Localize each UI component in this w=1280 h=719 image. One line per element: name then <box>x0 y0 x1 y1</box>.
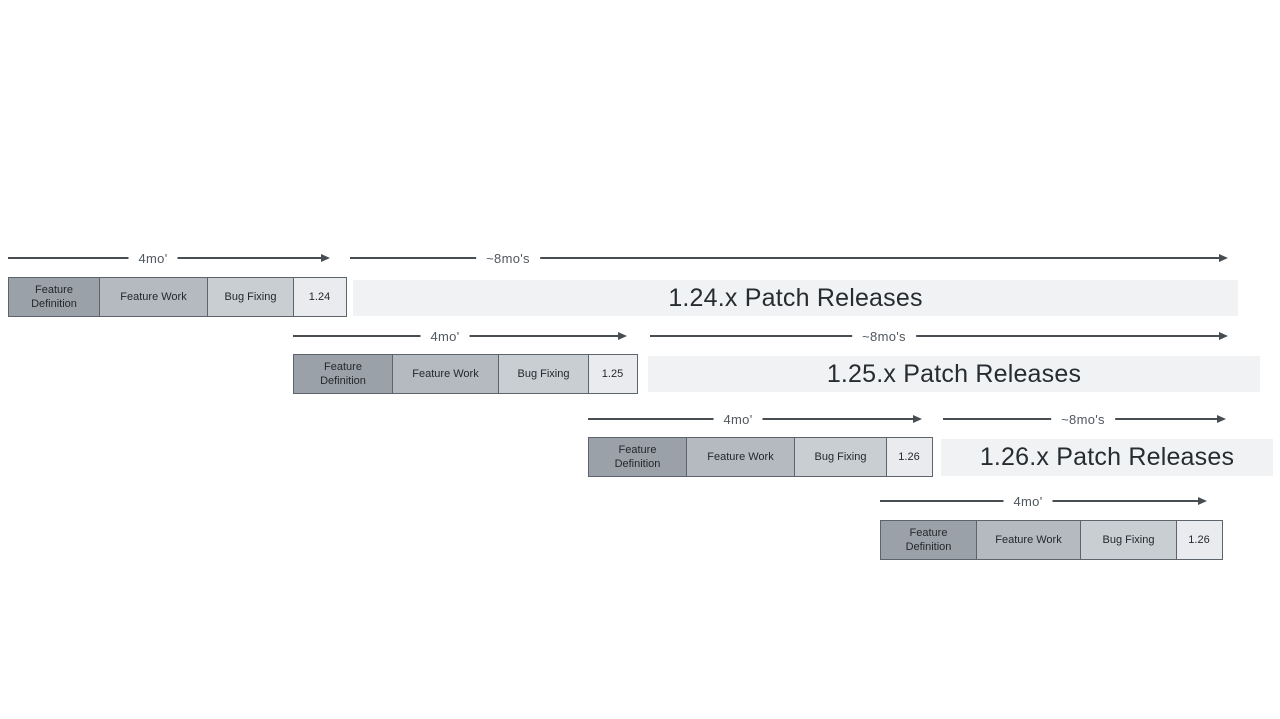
arrow-8mo-row1: ~8mo's <box>350 250 1228 267</box>
arrow-head-icon <box>618 332 627 340</box>
arrow-head-icon <box>1219 332 1228 340</box>
duration-label-8mo: ~8mo's <box>476 250 540 267</box>
duration-label-4mo: 4mo' <box>1003 493 1053 510</box>
version-box: 1.26 <box>1175 520 1223 560</box>
arrow-head-icon <box>1217 415 1226 423</box>
feature-definition-box: Feature Definition <box>8 277 100 317</box>
release-cycle-row-1-24: Feature Definition Feature Work Bug Fixi… <box>8 277 347 317</box>
bug-fixing-box: Bug Fixing <box>207 277 294 317</box>
arrow-head-icon <box>321 254 330 262</box>
version-box: 1.24 <box>292 277 347 317</box>
arrow-line <box>650 335 1222 337</box>
patch-releases-bar-1-24: 1.24.x Patch Releases <box>353 280 1238 316</box>
patch-releases-bar-1-25: 1.25.x Patch Releases <box>648 356 1260 392</box>
version-box: 1.25 <box>587 354 638 394</box>
release-cycle-row-1-26: Feature Definition Feature Work Bug Fixi… <box>588 437 933 477</box>
duration-label-4mo: 4mo' <box>420 328 470 345</box>
arrow-head-icon <box>1219 254 1228 262</box>
feature-work-box: Feature Work <box>98 277 209 317</box>
duration-label-8mo: ~8mo's <box>1051 411 1115 428</box>
duration-label-4mo: 4mo' <box>713 411 763 428</box>
feature-definition-box: Feature Definition <box>588 437 687 477</box>
arrow-head-icon <box>913 415 922 423</box>
patch-releases-bar-1-26: 1.26.x Patch Releases <box>941 439 1273 476</box>
arrow-8mo-row3: ~8mo's <box>943 411 1226 428</box>
bug-fixing-box: Bug Fixing <box>498 354 589 394</box>
feature-work-box: Feature Work <box>975 520 1082 560</box>
feature-definition-box: Feature Definition <box>293 354 393 394</box>
feature-work-box: Feature Work <box>685 437 796 477</box>
feature-work-box: Feature Work <box>391 354 500 394</box>
arrow-line <box>350 257 1222 259</box>
arrow-4mo-row1: 4mo' <box>8 250 330 267</box>
duration-label-4mo: 4mo' <box>128 250 178 267</box>
arrow-8mo-row2: ~8mo's <box>650 328 1228 345</box>
bug-fixing-box: Bug Fixing <box>1080 520 1177 560</box>
release-cycle-row-next: Feature Definition Feature Work Bug Fixi… <box>880 520 1223 560</box>
arrow-4mo-row2: 4mo' <box>293 328 627 345</box>
duration-label-8mo: ~8mo's <box>852 328 916 345</box>
release-cycle-row-1-25: Feature Definition Feature Work Bug Fixi… <box>293 354 638 394</box>
version-box: 1.26 <box>885 437 933 477</box>
arrow-head-icon <box>1198 497 1207 505</box>
arrow-4mo-row3: 4mo' <box>588 411 922 428</box>
arrow-4mo-row4: 4mo' <box>880 493 1207 510</box>
feature-definition-box: Feature Definition <box>880 520 977 560</box>
bug-fixing-box: Bug Fixing <box>794 437 887 477</box>
